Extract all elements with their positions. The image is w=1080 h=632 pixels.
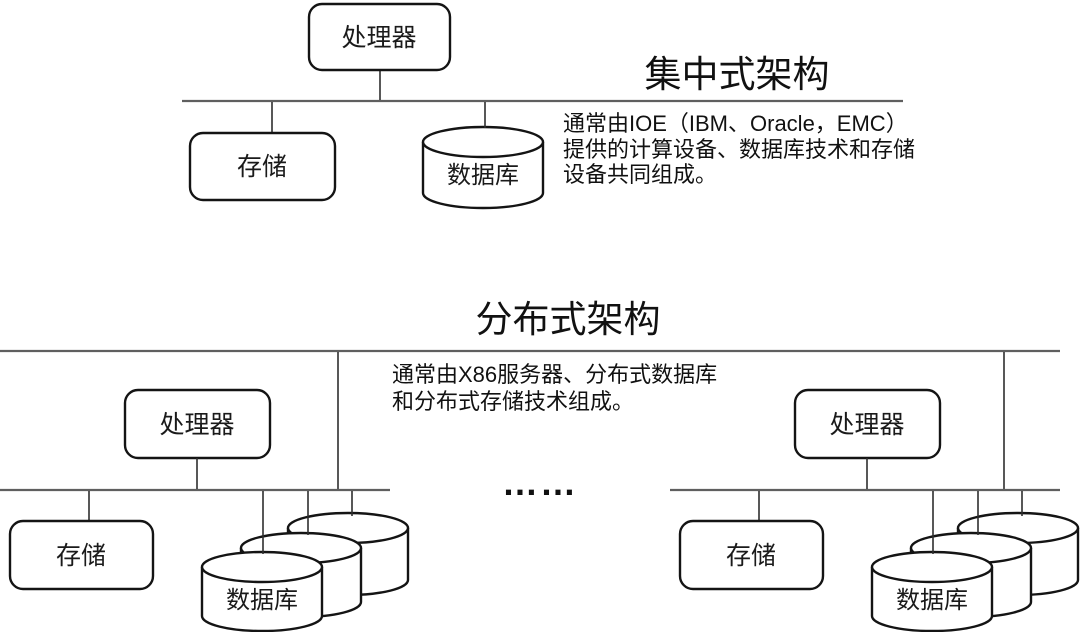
database-cylinder-front-top [200, 550, 324, 584]
storage-label: 存储 [726, 542, 776, 570]
distributed-section: 分布式架构 通常由X86服务器、分布式数据库 和分布式存储技术组成。 …… 处理… [0, 299, 1080, 632]
distributed-description-line-1: 通常由X86服务器、分布式数据库 [392, 362, 717, 387]
processor-label: 处理器 [159, 411, 234, 439]
storage-node [8, 519, 155, 591]
processor-label: 处理器 [341, 24, 416, 52]
centralized-description-line-2: 提供的计算设备、数据库技术和存储 [563, 137, 915, 162]
database-label: 数据库 [447, 162, 519, 189]
database-cylinder-front-top [870, 550, 994, 584]
distributed-title: 分布式架构 [476, 299, 661, 340]
processor-node [307, 2, 452, 72]
distributed-cluster-1: 处理器 存储 数据库 [0, 352, 410, 632]
centralized-description-line-1: 通常由IOE（IBM、Oracle，EMC） [563, 111, 908, 136]
distributed-description-line-2: 和分布式存储技术组成。 [392, 389, 634, 414]
database-cylinder-front-body [200, 567, 324, 632]
database-cylinder-top [421, 125, 545, 159]
storage-node [678, 519, 825, 591]
centralized-section: 集中式架构 处理器 存储 数据库 通常由IOE（IBM、Oracle，EMC） … [182, 2, 915, 210]
cluster-ellipsis: …… [502, 462, 578, 503]
database-label: 数据库 [896, 587, 968, 614]
database-cylinder-body [421, 142, 545, 210]
storage-label: 存储 [56, 542, 106, 570]
database-cylinder-front-body [870, 567, 994, 632]
centralized-description-line-3: 设备共同组成。 [563, 162, 717, 187]
processor-label: 处理器 [829, 411, 904, 439]
distributed-cluster-2: 处理器 存储 数据库 [670, 352, 1080, 632]
storage-label: 存储 [237, 153, 287, 181]
storage-node [188, 131, 337, 202]
centralized-title: 集中式架构 [645, 54, 830, 95]
database-label: 数据库 [226, 587, 298, 614]
